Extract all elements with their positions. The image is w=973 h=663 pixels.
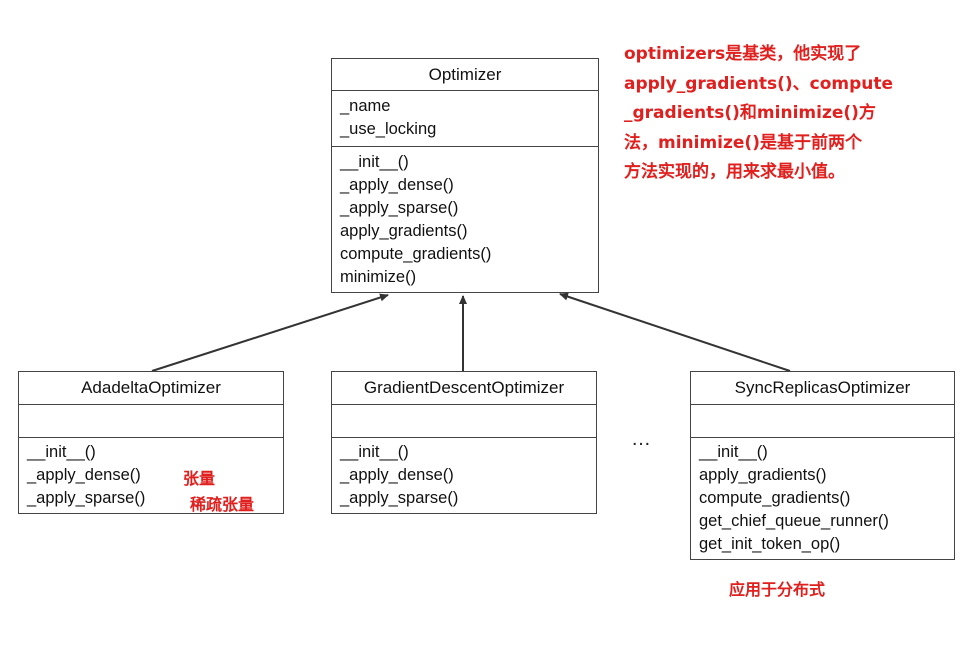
- method: _apply_dense(): [27, 466, 141, 484]
- method: _apply_dense(): [340, 466, 454, 484]
- class-methods: __init__() _apply_dense() _apply_sparse(…: [332, 147, 598, 293]
- method: get_init_token_op(): [699, 535, 841, 553]
- method: __init__(): [340, 443, 409, 461]
- syncreplicas-class-box: SyncReplicasOptimizer __init__() apply_g…: [690, 371, 955, 560]
- method: compute_gradients(): [699, 489, 851, 507]
- attribute: _use_locking: [340, 120, 437, 138]
- method: _apply_sparse(): [340, 199, 459, 217]
- arrow-adadelta-to-optimizer: [151, 293, 389, 372]
- note-line: 方法实现的，用来求最小值。: [624, 162, 845, 182]
- note-line: 法，minimize()是基于前两个: [624, 132, 862, 153]
- method: _apply_sparse(): [340, 489, 459, 507]
- method: __init__(): [340, 153, 409, 171]
- class-attributes-empty: [19, 405, 283, 438]
- class-attributes-empty: [691, 405, 954, 438]
- class-methods: __init__() _apply_dense() _apply_sparse(…: [332, 438, 596, 514]
- method: __init__(): [27, 443, 96, 461]
- class-methods: __init__() apply_gradients() compute_gra…: [691, 438, 954, 560]
- class-attributes: _name _use_locking: [332, 91, 598, 147]
- gradientdescent-class-box: GradientDescentOptimizer __init__() _app…: [331, 371, 597, 514]
- method: compute_gradients(): [340, 245, 492, 263]
- method: _apply_dense(): [340, 176, 454, 194]
- method: _apply_sparse(): [27, 489, 146, 507]
- class-name: GradientDescentOptimizer: [332, 372, 596, 405]
- note-line: optimizers是基类，他实现了: [624, 44, 862, 64]
- optimizer-description-note: optimizers是基类，他实现了 apply_gradients()、com…: [624, 40, 894, 188]
- adadelta-class-box: AdadeltaOptimizer __init__() _apply_dens…: [18, 371, 284, 514]
- more-subclasses-ellipsis: …: [631, 428, 652, 450]
- class-methods: __init__() _apply_dense() _apply_sparse(…: [19, 438, 283, 514]
- class-attributes-empty: [332, 405, 596, 438]
- method: apply_gradients(): [340, 222, 468, 240]
- method: minimize(): [340, 268, 417, 286]
- method: __init__(): [699, 443, 768, 461]
- optimizer-class-box: Optimizer _name _use_locking __init__() …: [331, 58, 599, 293]
- note-line: _gradients()和minimize()方: [624, 103, 876, 123]
- class-name: Optimizer: [332, 59, 598, 91]
- arrow-syncreplicas-to-optimizer: [559, 292, 791, 372]
- class-name: SyncReplicasOptimizer: [691, 372, 954, 405]
- method: get_chief_queue_runner(): [699, 512, 889, 530]
- method: apply_gradients(): [699, 466, 827, 484]
- class-name: AdadeltaOptimizer: [19, 372, 283, 405]
- dense-tensor-note: 张量: [183, 469, 216, 488]
- distributed-note: 应用于分布式: [729, 580, 826, 599]
- sparse-tensor-note: 稀疏张量: [190, 495, 255, 514]
- attribute: _name: [340, 97, 391, 115]
- note-line: apply_gradients()、compute: [624, 73, 894, 94]
